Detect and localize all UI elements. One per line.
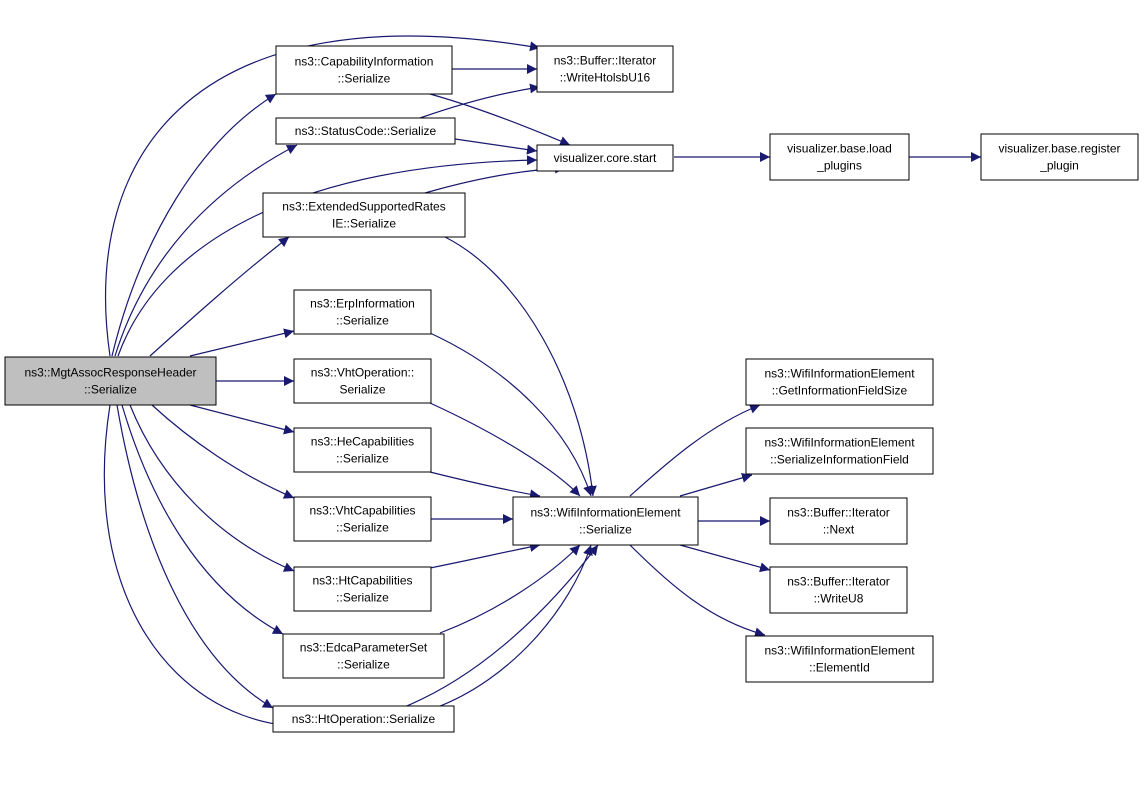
node-label: ns3::EdcaParameterSet [300,641,428,655]
node-label: ns3::WifiInformationElement [764,644,915,658]
node-label: ::SerializeInformationField [770,453,909,467]
edge-capinfo-to-vcore [429,93,571,146]
node-label: _plugins [816,159,862,173]
node-label: Serialize [339,383,385,397]
edge-mgt-to-write16 [105,35,541,357]
node-erp[interactable]: ns3::ErpInformation::Serialize [293,289,432,335]
node-label: visualizer.base.register [998,142,1120,156]
edge-wifiser-to-getinfo [629,404,761,497]
node-label: ns3::Buffer::Iterator [554,54,657,68]
edge-wifiser-to-serinfo [679,473,753,497]
node-label: ns3::HtOperation::Serialize [292,712,436,726]
node-label: ns3::MgtAssocResponseHeader [24,366,196,380]
edge-wifiser-to-elemid [629,544,766,638]
node-label: ::WriteU8 [814,592,864,606]
node-wifiser[interactable]: ns3::WifiInformationElement::Serialize [512,496,699,546]
node-label: ::Serialize [336,521,389,535]
node-label: ::Serialize [336,314,389,328]
node-label: ns3::HeCapabilities [311,435,414,449]
node-next[interactable]: ns3::Buffer::Iterator::Next [769,497,908,545]
edge-mgt-to-extrates [149,236,290,357]
node-label: ns3::WifiInformationElement [764,436,915,450]
node-label: ::Serialize [84,383,137,397]
node-label: ns3::ErpInformation [310,297,415,311]
edge-hecap-to-wifiser [429,471,541,500]
edge-mgt-to-vhtcap [151,404,295,499]
edge-mgt-to-htop [116,404,274,709]
edge-status-to-vcore [454,138,538,155]
edge-status-to-write16 [419,83,541,119]
edge-extrates-to-wifiser [444,236,597,497]
node-label: ::Serialize [337,658,390,672]
node-label: ::Next [823,523,855,537]
edge-htop-to-wifiser [434,544,593,709]
node-label: ::Serialize [579,523,632,537]
node-label: ns3::WifiInformationElement [530,506,681,520]
node-regplug[interactable]: visualizer.base.register _plugin [980,133,1139,181]
edge-edca-to-wifiser [439,544,581,634]
node-write16[interactable]: ns3::Buffer::Iterator::WriteHtolsbU16 [536,45,674,93]
edge-vhtop-to-wifiser [429,402,581,497]
node-writeu8[interactable]: ns3::Buffer::Iterator::WriteU8 [769,566,908,614]
node-loadplug[interactable]: visualizer.base.load _plugins [769,133,910,181]
node-vhtop[interactable]: ns3::VhtOperation::Serialize [293,358,432,404]
node-label: visualizer.core.start [554,151,657,165]
edge-mgt-to-erp [189,328,295,357]
node-label: _plugin [1039,159,1079,173]
edge-mgt-to-capinfo [111,93,277,357]
node-getinfo[interactable]: ns3::WifiInformationElement::GetInformat… [745,358,934,406]
node-label: ns3::StatusCode::Serialize [295,124,437,138]
node-label: ns3::ExtendedSupportedRates [282,200,445,214]
node-label: ::Serialize [338,72,391,86]
node-label: ns3::Buffer::Iterator [787,506,890,520]
edge-htcap-to-wifiser [429,542,541,569]
node-vcore[interactable]: visualizer.core.start [536,144,674,172]
node-label: ns3::HtCapabilities [312,574,412,588]
edge-mgt-to-vcore [117,155,538,357]
node-label: ns3::VhtOperation:: [311,366,414,380]
edge-extrates-to-vcore [424,163,566,194]
node-edca[interactable]: ns3::EdcaParameterSet::Serialize [282,633,445,679]
edge-erp-to-wifiser [429,332,593,497]
node-status[interactable]: ns3::StatusCode::Serialize [275,117,456,145]
node-hecap[interactable]: ns3::HeCapabilities::Serialize [293,427,432,473]
node-htcap[interactable]: ns3::HtCapabilities::Serialize [293,566,432,612]
node-label: ns3::WifiInformationElement [764,367,915,381]
edge-mgt-to-htcap [129,404,295,572]
node-label: ns3::Buffer::Iterator [787,575,890,589]
edge-wifiser-to-writeu8 [679,544,771,573]
node-label: ::Serialize [336,591,389,605]
node-label: ::WriteHtolsbU16 [560,71,651,85]
node-label: IE::Serialize [332,217,396,231]
node-mgt[interactable]: ns3::MgtAssocResponseHeader::Serialize [4,356,217,406]
edge-mgt-to-wifiser [103,404,599,728]
node-elemid[interactable]: ns3::WifiInformationElement::ElementId [745,635,934,683]
node-htop[interactable]: ns3::HtOperation::Serialize [272,705,455,733]
node-label: ns3::VhtCapabilities [309,504,415,518]
node-label: ::GetInformationFieldSize [772,384,908,398]
node-label: visualizer.base.load [787,142,892,156]
node-label: ::Serialize [336,452,389,466]
node-label: ::ElementId [809,661,870,675]
edge-mgt-to-edca [121,404,284,635]
node-vhtcap[interactable]: ns3::VhtCapabilities::Serialize [293,496,432,542]
edge-mgt-to-hecap [189,404,295,435]
node-label: ns3::CapabilityInformation [295,55,434,69]
node-capinfo[interactable]: ns3::CapabilityInformation::Serialize [275,45,453,95]
node-serinfo[interactable]: ns3::WifiInformationElement::SerializeIn… [745,427,934,475]
edge-mgt-to-status [114,144,298,357]
